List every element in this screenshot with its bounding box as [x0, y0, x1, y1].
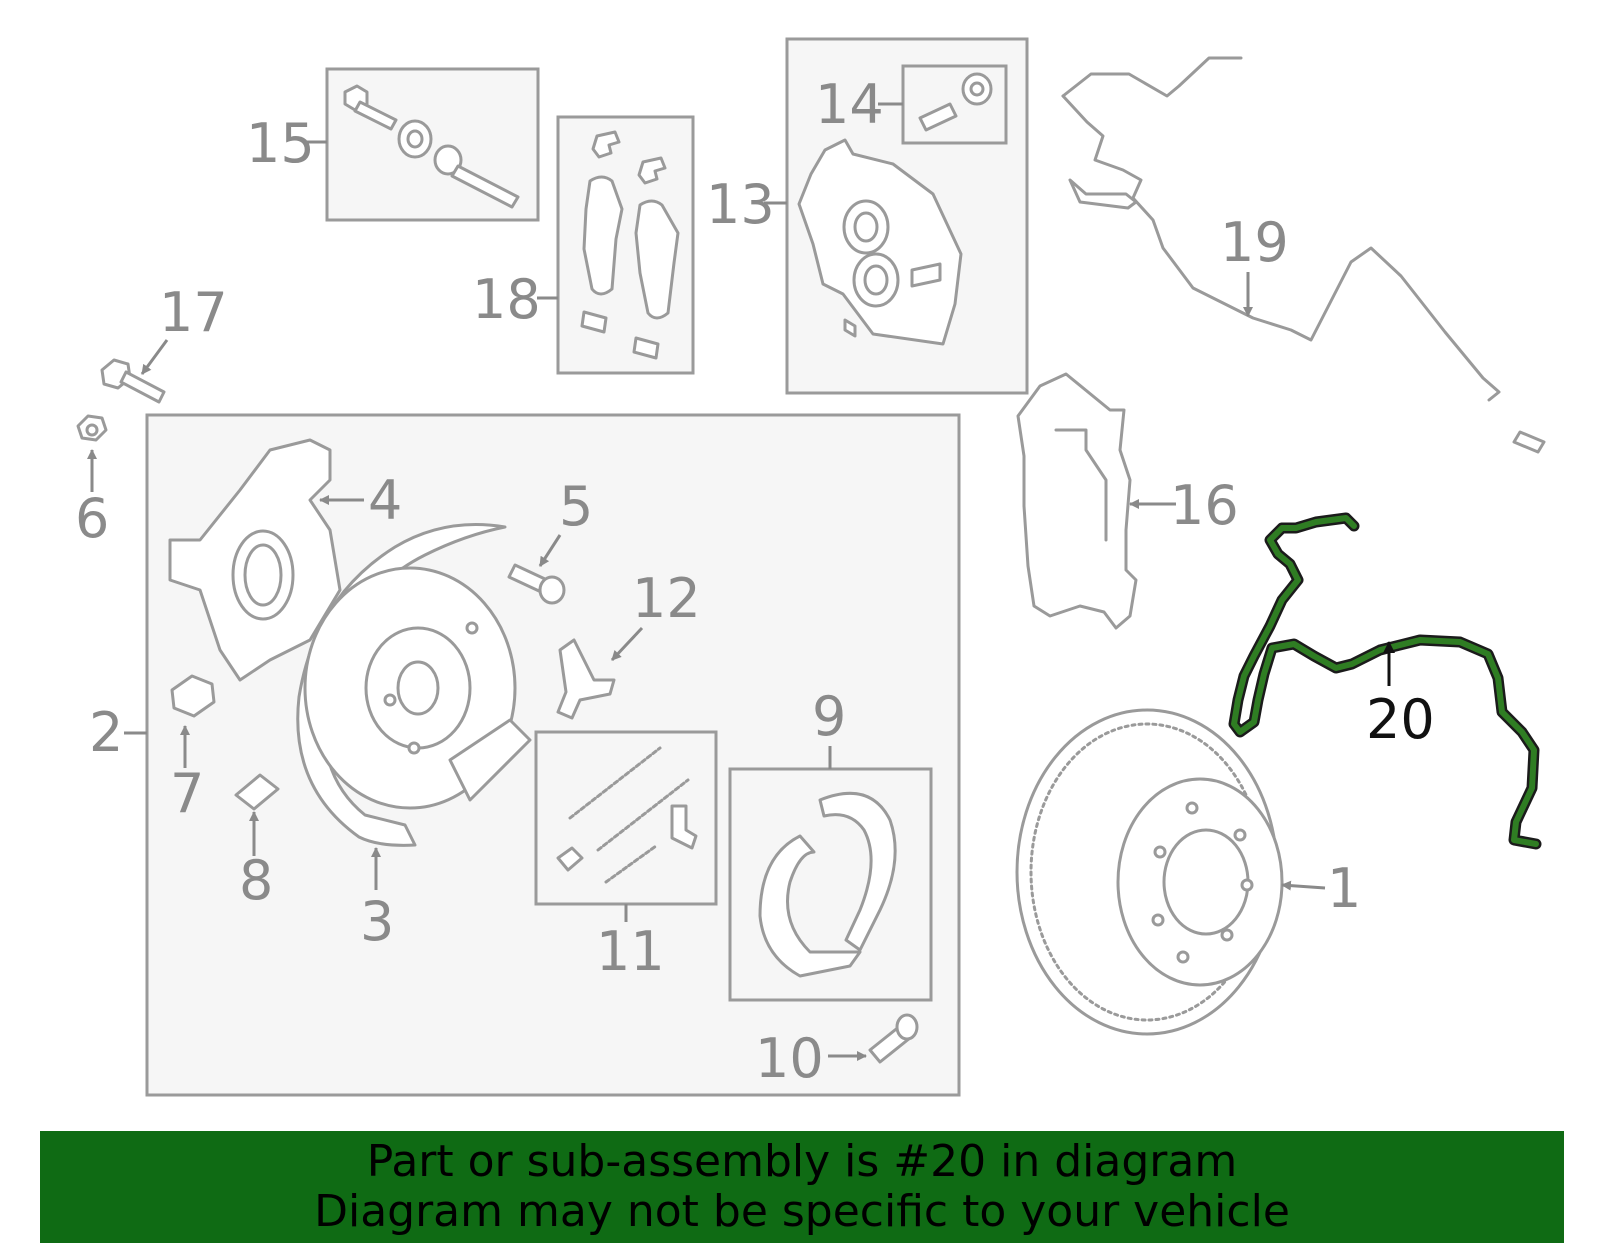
callout-14: 14: [815, 73, 884, 136]
lever-12: [556, 638, 616, 720]
callout-pointers: [87, 102, 1395, 1061]
callout-11: 11: [596, 920, 665, 983]
callout-10: 10: [755, 1027, 824, 1090]
parts-diagram: 1 2 3 4 5 6 7 8 9 10 11 12 13 14 15 16 1…: [75, 37, 1546, 1097]
callout-4: 4: [368, 469, 402, 532]
bolt-10: [868, 1013, 919, 1064]
group-box-11: [534, 730, 718, 906]
callout-12: 12: [632, 567, 701, 630]
info-banner: Part or sub-assembly is #20 in diagram D…: [40, 1131, 1564, 1243]
callout-16: 16: [1170, 474, 1239, 537]
callout-1: 1: [1327, 857, 1361, 920]
banner-line-part: Part or sub-assembly is #20 in diagram: [366, 1136, 1238, 1187]
callout-15: 15: [246, 112, 315, 175]
callout-13: 13: [706, 173, 775, 236]
callout-5: 5: [559, 475, 593, 538]
callout-9: 9: [812, 685, 846, 748]
callout-18: 18: [472, 268, 541, 331]
callout-17: 17: [159, 281, 228, 344]
backing-plate-3: [296, 523, 532, 847]
bleeder-screw-14: [918, 72, 993, 132]
callout-19: 19: [1220, 211, 1289, 274]
pin-5: [507, 563, 566, 605]
spring-kit-11: [556, 746, 698, 884]
bolt-17: [100, 358, 166, 404]
abs-sensor-harness-20: [1228, 512, 1542, 850]
callout-7: 7: [170, 762, 204, 825]
knuckle-4: [168, 438, 342, 682]
nut-6: [76, 414, 108, 442]
guide-pin-kit-15: [343, 84, 520, 209]
plug-7: [170, 674, 216, 718]
brake-hose-19: [1061, 56, 1546, 454]
callout-3: 3: [360, 890, 394, 953]
callout-2: 2: [89, 701, 123, 764]
callout-6: 6: [75, 487, 109, 550]
banner-line-disclaimer: Diagram may not be specific to your vehi…: [314, 1186, 1290, 1237]
callout-8: 8: [239, 849, 273, 912]
brake-rotor-1: [1015, 708, 1284, 1036]
group-box-14: [901, 64, 1008, 145]
brake-pads-18: [580, 130, 680, 360]
brake-caliper-13: [797, 138, 963, 346]
caliper-bracket-16: [1016, 372, 1138, 630]
callout-20: 20: [1366, 688, 1435, 751]
clip-8: [234, 773, 280, 811]
parking-shoes-9: [758, 791, 897, 978]
